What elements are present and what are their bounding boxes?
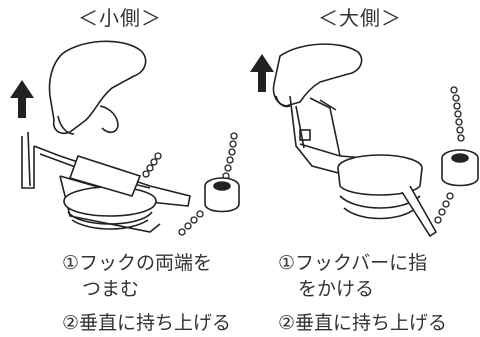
small-side-panel: ＜小側＞ [10, 6, 240, 334]
large-side-step1-line1: ①フックバーに指 [278, 252, 428, 274]
large-side-step2: ②垂直に持ち上げる [278, 312, 448, 334]
up-arrow-icon [10, 80, 34, 118]
small-side-title: ＜小側＞ [78, 6, 162, 30]
large-side-panel: ＜大側＞ [240, 0, 480, 337]
float-icon [441, 149, 479, 187]
small-side-step1-line1: ①フックの両端を [62, 252, 213, 274]
hook-bar-icon [289, 95, 391, 177]
small-side-step1-line2: つまむ [82, 278, 140, 300]
large-side-illustration [250, 43, 479, 238]
hand-icon [48, 40, 147, 135]
chain-icon [434, 86, 465, 224]
hand-icon [272, 43, 363, 108]
small-side-step1: ①フックの両端を つまむ [62, 250, 212, 302]
flapper-valve-icon [337, 154, 438, 238]
flapper-valve-icon [63, 155, 157, 230]
chain-icon [142, 132, 238, 236]
float-icon [204, 177, 240, 213]
up-arrow-icon [250, 54, 274, 92]
large-side-step1-line2: をかける [298, 278, 375, 300]
small-side-step2: ②垂直に持ち上げる [62, 312, 232, 334]
large-side-title: ＜大側＞ [318, 6, 402, 30]
large-side-step1: ①フックバーに指 をかける [278, 250, 427, 302]
small-side-illustration [10, 40, 240, 236]
